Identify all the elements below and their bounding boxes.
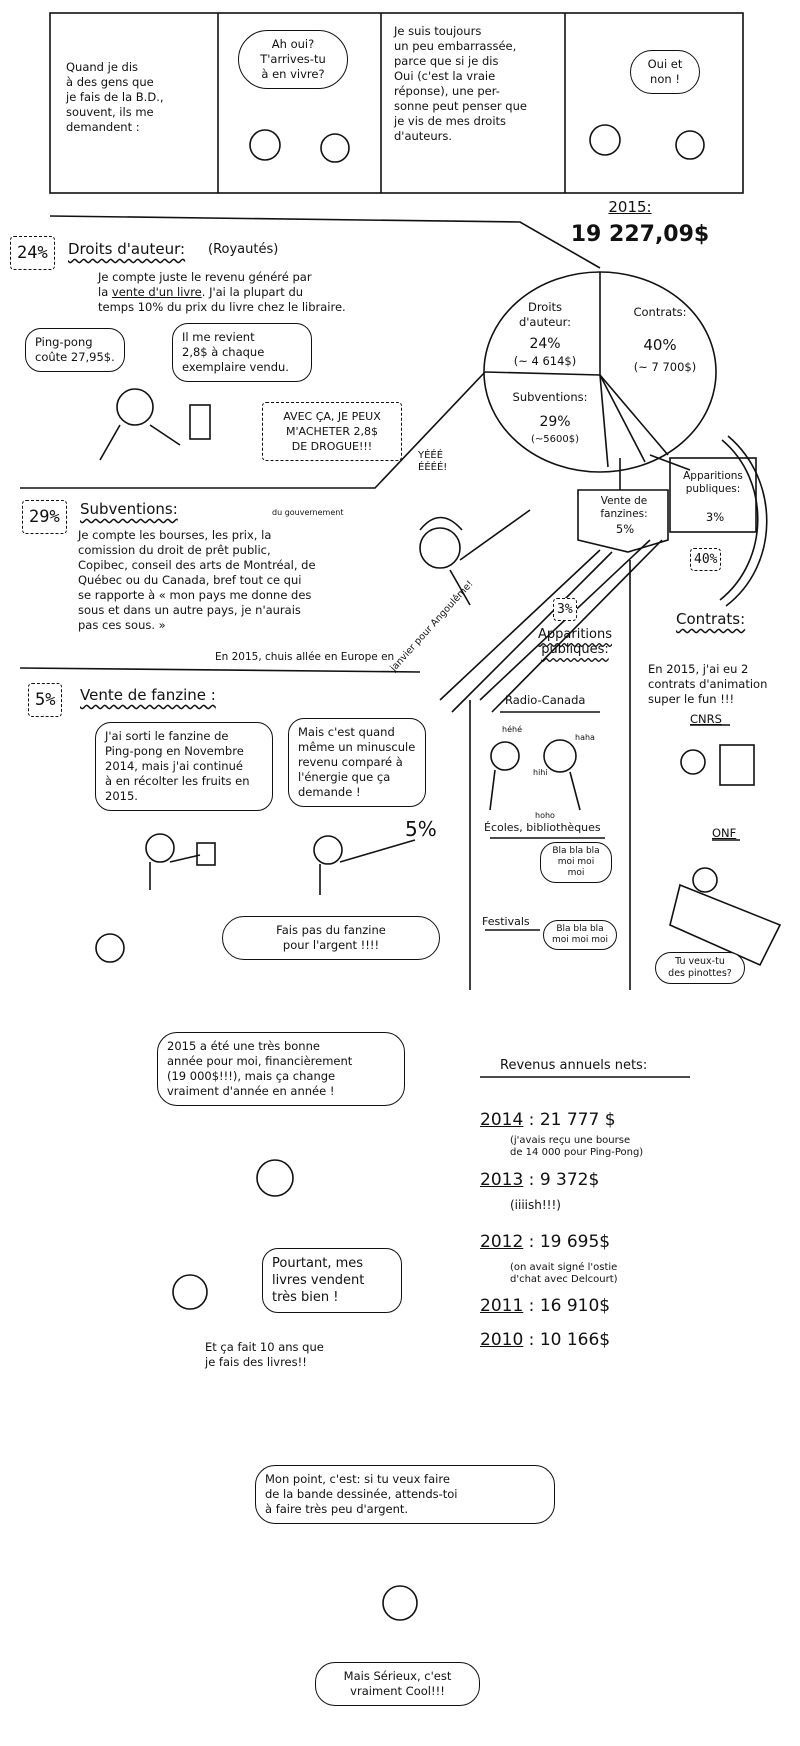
conclusion-bubble-cool: Mais Sérieux, c'est vraiment Cool!!! [315,1662,480,1706]
pie-apparitions-label: Apparitions publiques: [683,470,743,495]
pie-subventions-pct: 29% [539,414,571,430]
conclusion-bubble-livres: Pourtant, mes livres vendent très bien ! [262,1248,402,1313]
droits-section-top-line [49,215,601,269]
contrats-onf-label: ONF [712,826,737,840]
panel3-caption: Je suis toujours un peu embarrassée, par… [394,24,527,143]
revenus-amount: 9 372$ [539,1170,600,1190]
fanzine-title: Vente de fanzine : [80,686,216,704]
apparitions-title: Apparitions publiques: [538,627,612,657]
pie-subventions-label: Subventions: [512,390,588,404]
total-year: 2015: [608,198,652,216]
fanzine-shout-bubble: Fais pas du fanzine pour l'argent !!!! [222,916,440,960]
panel4-speech-bubble: Oui et non ! [630,50,700,94]
laugh-4: hoho [535,811,555,820]
revenus-amount: 19 695$ [539,1232,611,1252]
revenus-note: (j'avais reçu une bourse de 14 000 pour … [510,1135,644,1158]
arrow-to-fanzine [439,549,613,713]
droits-bubble-royalty: Il me revient 2,8$ à chaque exemplaire v… [172,323,312,382]
pie-droits-label: Droits d'auteur: [518,300,572,329]
conclusion-bubble-2015: 2015 a été une très bonne année pour moi… [157,1032,405,1106]
pie-contrats-pct: 40% [643,336,677,354]
droits-text-underlined: vente d'un livre [111,285,202,299]
revenus-year: 2013 [480,1170,524,1190]
fanzine-bubble-1: J'ai sorti le fanzine de Ping-pong en No… [95,722,273,811]
revenus-row: 2014 : 21 777 $ [480,1110,616,1130]
ecoles-bubble: Bla bla bla moi moi moi [540,842,612,883]
subventions-cheer: YÉÉÉ ÉÉÉÉ! [418,450,448,473]
revenus-amount: 10 166$ [539,1330,611,1350]
revenus-amount: 21 777 $ [539,1110,616,1130]
contrats-text: En 2015, j'ai eu 2 contrats d'animation … [648,662,768,706]
subventions-title: Subventions: [80,500,178,518]
fanzine-bubble-2: Mais c'est quand même un minuscule reven… [288,718,426,807]
pie-contrats-amount: (~ 7 700$) [633,360,697,374]
fanzines-box [577,489,669,553]
pie-apparitions-pct: 3% [705,510,725,524]
contrats-arrow-badge: 40% [690,548,722,571]
revenus-title: Revenus annuels nets: [500,1058,648,1073]
revenus-year: 2012 [480,1232,524,1252]
revenus-row: 2011 : 16 910$ [480,1296,611,1316]
apparitions-badge: 3% [553,598,577,621]
conclusion-caption: Et ça fait 10 ans que je fais des livres… [205,1340,324,1369]
droits-shout-bubble: AVEC ÇA, JE PEUX M'ACHETER 2,8$ DE DROGU… [262,402,402,461]
revenus-note: (on avait signé l'ostie d'chat avec Delc… [510,1262,618,1285]
droits-text-post: . J'ai la plupart du temps 10% du prix d… [98,285,346,314]
laugh-1: héhé [502,725,522,734]
subventions-badge: 29% [22,500,67,534]
conclusion-bubble-point: Mon point, c'est: si tu veux faire de la… [255,1465,555,1524]
apparitions-box [669,457,757,533]
pie-subventions-amount: (~5600$) [531,434,579,445]
revenus-row: 2012 : 19 695$ [480,1232,611,1252]
onf-bubble: Tu veux-tu des pinottes? [655,952,745,984]
pie-fanzines-label: Vente de fanzines: [600,495,648,520]
apparitions-radio-label: Radio-Canada [505,693,586,707]
contrats-cnrs-label: CNRS [690,712,722,726]
top-strip-frame [49,12,744,194]
revenus-amount: 16 910$ [539,1296,611,1316]
arrow-to-contrats [719,435,768,607]
revenus-note: (iiiish!!!) [510,1198,561,1212]
pie-droits-pct: 24% [529,336,561,352]
pie-contrats-label: Contrats: [633,305,687,319]
subventions-text: Je compte les bourses, les prix, la comi… [78,528,316,632]
pie-fanzines-pct: 5% [615,522,635,536]
apparitions-festivals-label: Festivals [482,915,530,928]
subventions-note: du gouvernement [272,508,344,517]
laugh-2: haha [575,733,595,742]
festivals-bubble: Bla bla bla moi moi moi [543,920,617,950]
revenus-row: 2013 : 9 372$ [480,1170,600,1190]
contrats-title: Contrats: [676,610,746,628]
revenus-year: 2010 [480,1330,524,1350]
fanzine-badge: 5% [28,683,63,717]
droits-section-bottom-line [20,371,486,489]
revenus-year: 2011 [480,1296,524,1316]
subventions-europe-text: En 2015, chuis allée en Europe en [215,651,395,663]
droits-badge: 24% [10,236,55,270]
droits-title: Droits d'auteur: [68,240,186,258]
apparitions-ecoles-label: Écoles, bibliothèques [484,821,601,834]
laugh-3: hihi [533,768,548,777]
revenus-year: 2014 [480,1110,524,1130]
revenus-row: 2010 : 10 166$ [480,1330,611,1350]
droits-text: Je compte juste le revenu généré par la … [98,270,346,315]
total-amount: 19 227,09$ [570,222,710,247]
droits-text-pre: Je compte juste le revenu généré par la [98,270,312,299]
panel2-speech-bubble: Ah oui? T'arrives-tu à en vivre? [238,30,348,89]
droits-subtitle: (Royautés) [208,242,279,257]
pie-droits-amount: (~ 4 614$) [513,354,577,368]
fanzine-pct-callout: 5% [405,817,437,841]
droits-bubble-price: Ping-pong coûte 27,95$. [25,328,125,372]
panel1-caption: Quand je dis à des gens que je fais de l… [66,60,164,134]
